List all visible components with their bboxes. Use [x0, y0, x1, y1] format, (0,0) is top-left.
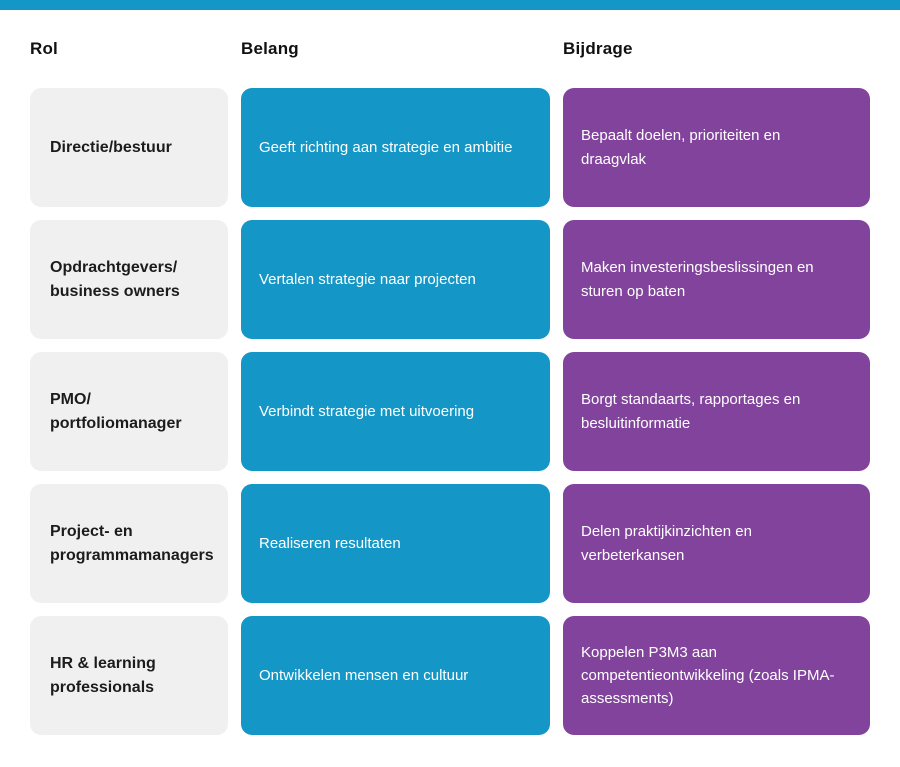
- belang-text: Verbindt strategie met uitvoering: [259, 402, 475, 420]
- belang-text: Ontwikkelen mensen en cultuur: [259, 666, 469, 684]
- role-label: PMO/ portfoliomanager: [50, 391, 182, 432]
- table-row-3-belang-card: Verbindt strategie met uitvoering: [241, 352, 550, 471]
- bijdrage-text: Koppelen P3M3 aan competentieontwikkelin…: [581, 643, 835, 708]
- top-accent-bar: [0, 0, 900, 10]
- table-row-5-belang-card: Ontwikkelen mensen en cultuur: [241, 616, 550, 735]
- bijdrage-text: Maken investeringsbeslissingen en sturen…: [581, 259, 814, 300]
- roles-table: Directie/bestuur Geeft richting aan stra…: [30, 88, 870, 735]
- table-row-2-belang-card: Vertalen strategie naar projecten: [241, 220, 550, 339]
- belang-text: Vertalen strategie naar projecten: [259, 270, 476, 288]
- table-row-4-belang-card: Realiseren resultaten: [241, 484, 550, 603]
- table-row-1-belang-card: Geeft richting aan strategie en ambitie: [241, 88, 550, 207]
- belang-text: Geeft richting aan strategie en ambitie: [259, 138, 513, 156]
- role-label: Project- en programmamanagers: [50, 523, 214, 564]
- column-header-bijdrage: Bijdrage: [563, 39, 633, 58]
- table-row-2-bijdrage-card: Maken investeringsbeslissingen en sturen…: [563, 220, 870, 339]
- table-row-4-bijdrage-card: Delen praktijkinzichten en verbeterkanse…: [563, 484, 870, 603]
- role-label: Directie/bestuur: [50, 138, 172, 156]
- column-header-rol: Rol: [30, 39, 58, 58]
- table-row-4-rol-card: Project- en programmamanagers: [30, 484, 228, 603]
- table-row-5-bijdrage-card: Koppelen P3M3 aan competentieontwikkelin…: [563, 616, 870, 735]
- table-row-3-rol-card: PMO/ portfoliomanager: [30, 352, 228, 471]
- role-label: HR & learning professionals: [50, 655, 156, 696]
- column-header-belang: Belang: [241, 39, 299, 58]
- table-row-3-bijdrage-card: Borgt standaarts, rapportages en besluit…: [563, 352, 870, 471]
- content-area: Rol Belang Bijdrage Directie/bestuur Gee…: [0, 39, 900, 735]
- role-label: Opdrachtgevers/ business owners: [50, 259, 180, 300]
- table-row-2-rol-card: Opdrachtgevers/ business owners: [30, 220, 228, 339]
- bijdrage-text: Delen praktijkinzichten en verbeterkanse…: [581, 523, 752, 564]
- column-headers: Rol Belang Bijdrage: [30, 39, 870, 59]
- bijdrage-text: Borgt standaarts, rapportages en besluit…: [581, 391, 801, 432]
- table-row-5-rol-card: HR & learning professionals: [30, 616, 228, 735]
- bijdrage-text: Bepaalt doelen, prioriteiten en draagvla…: [581, 127, 781, 168]
- table-row-1-bijdrage-card: Bepaalt doelen, prioriteiten en draagvla…: [563, 88, 870, 207]
- belang-text: Realiseren resultaten: [259, 534, 401, 552]
- table-row-1-rol-card: Directie/bestuur: [30, 88, 228, 207]
